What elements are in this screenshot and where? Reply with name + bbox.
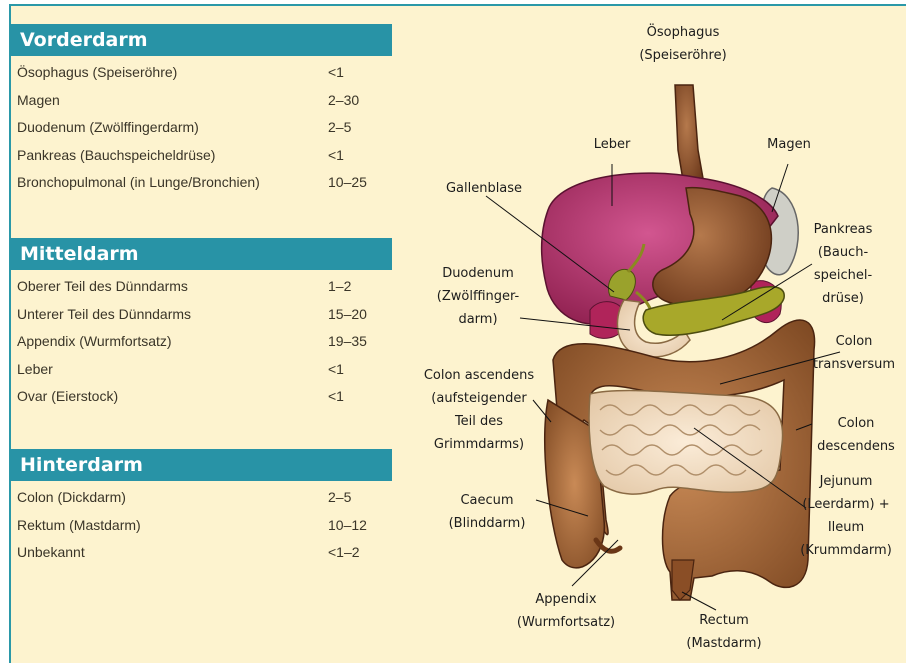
label-line: (Mastdarm) <box>676 632 772 655</box>
label-line: transversum <box>804 353 904 376</box>
label-line: (Blinddarm) <box>440 512 534 535</box>
label-text: Pankreas(Bauch-speichel-drüse) <box>808 218 878 310</box>
label-leber: Leber <box>582 133 642 156</box>
label-text: Duodenum(Zwölffinger-darm) <box>423 262 533 331</box>
label-line: Pankreas <box>808 218 878 241</box>
label-line: descendens <box>814 435 898 458</box>
label-text: Magen <box>759 133 819 156</box>
label-text: Appendix(Wurmfortsatz) <box>504 588 628 634</box>
label-line: Rectum <box>676 609 772 632</box>
label-caecum: Caecum(Blinddarm) <box>440 489 534 535</box>
label-text: Jejunum(Leerdarm) +Ileum(Krummdarm) <box>790 470 902 562</box>
label-line: Jejunum <box>790 470 902 493</box>
label-line: Grimmdarms) <box>412 433 546 456</box>
label-appendix: Appendix(Wurmfortsatz) <box>504 588 628 634</box>
label-line: (Krummdarm) <box>790 539 902 562</box>
label-line: Teil des <box>412 410 546 433</box>
label-line: (Bauch- <box>808 241 878 264</box>
label-line: (Leerdarm) + <box>790 493 902 516</box>
label-text: Ösophagus(Speiseröhre) <box>635 21 731 67</box>
label-line: Colon <box>814 412 898 435</box>
label-pankreas: Pankreas(Bauch-speichel-drüse) <box>808 218 878 310</box>
label-line: drüse) <box>808 287 878 310</box>
label-line: Ileum <box>790 516 902 539</box>
label-duodenum: Duodenum(Zwölffinger-darm) <box>423 262 533 331</box>
label-line: Leber <box>582 133 642 156</box>
label-line: Duodenum <box>423 262 533 285</box>
label-magen: Magen <box>759 133 819 156</box>
label-text: Rectum(Mastdarm) <box>676 609 772 655</box>
label-text: Caecum(Blinddarm) <box>440 489 534 535</box>
label-line: (Speiseröhre) <box>635 44 731 67</box>
label-line: Colon ascendens <box>412 364 546 387</box>
label-line: speichel- <box>808 264 878 287</box>
label-oesophagus: Ösophagus(Speiseröhre) <box>635 21 731 67</box>
label-line: darm) <box>423 308 533 331</box>
label-line: Gallenblase <box>428 177 540 200</box>
label-line: Appendix <box>504 588 628 611</box>
label-rectum: Rectum(Mastdarm) <box>676 609 772 655</box>
label-line: Magen <box>759 133 819 156</box>
label-gallenblase: Gallenblase <box>428 177 540 200</box>
label-line: Ösophagus <box>635 21 731 44</box>
label-line: Caecum <box>440 489 534 512</box>
label-line: (Wurmfortsatz) <box>504 611 628 634</box>
label-line: Colon <box>804 330 904 353</box>
label-text: Gallenblase <box>428 177 540 200</box>
label-line: (aufsteigender <box>412 387 546 410</box>
oesophagus-shape <box>675 85 704 186</box>
label-text: Leber <box>582 133 642 156</box>
label-line: (Zwölffinger- <box>423 285 533 308</box>
label-jejunum: Jejunum(Leerdarm) +Ileum(Krummdarm) <box>790 470 902 562</box>
